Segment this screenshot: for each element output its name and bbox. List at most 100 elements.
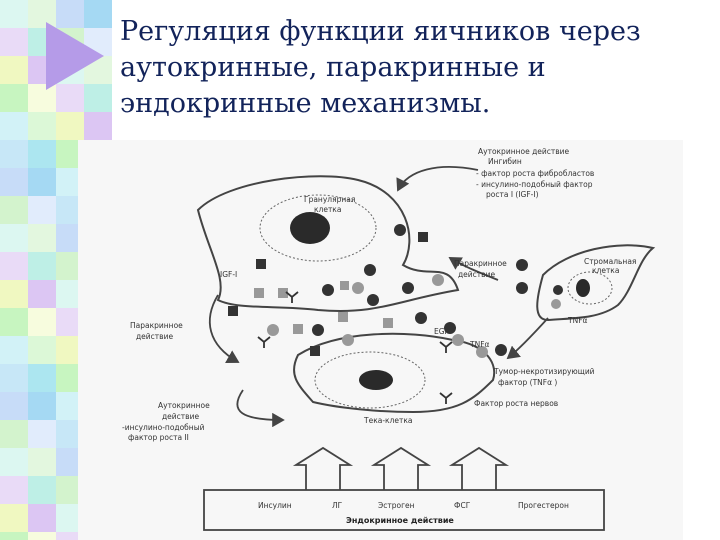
decorative-tile — [28, 112, 56, 140]
decorative-tile — [0, 476, 28, 504]
label-stromal-1: Стромальная — [584, 257, 636, 266]
molecule-square — [383, 318, 393, 328]
endocrine-arrow-2 — [374, 448, 428, 490]
label-nerve-growth: Фактор роста нервов — [474, 399, 558, 408]
ovary-regulation-diagram: Аутокринное действие Ингибин - фактор ро… — [78, 140, 683, 540]
decorative-tile — [28, 364, 56, 392]
label-autocrine-left-1: Аутокринное — [158, 401, 210, 410]
decorative-tile — [0, 224, 28, 252]
receptor-y — [440, 342, 452, 353]
label-autocrine-top-title1: Аутокринное действие — [478, 147, 570, 156]
label-autocrine-top-item3: роста I (IGF-I) — [486, 190, 539, 199]
decorative-tile — [0, 420, 28, 448]
molecule-circle — [267, 324, 279, 336]
molecule-circle — [452, 334, 464, 346]
endocrine-arrow-1 — [296, 448, 350, 490]
arrow-tnf-stroma — [508, 318, 548, 358]
decorative-tile — [84, 112, 112, 140]
label-endocrine-item: ЛГ — [332, 501, 343, 510]
label-granulosa-1: Гранулярная — [304, 195, 355, 204]
label-egf: EGF — [434, 327, 449, 336]
stromal-nucleus — [576, 279, 590, 297]
decorative-tile — [56, 112, 84, 140]
decorative-tile — [28, 224, 56, 252]
receptor-y — [440, 393, 452, 404]
label-tnf-mid: TNFα — [469, 340, 490, 349]
label-autocrine-left-4: фактор роста II — [128, 433, 189, 442]
label-autocrine-top-item1: - фактор роста фибробластов — [476, 169, 594, 178]
decorative-tile — [28, 308, 56, 336]
decorative-tile — [0, 392, 28, 420]
arrow-autocrine-top — [398, 167, 478, 190]
decorative-tile — [28, 392, 56, 420]
label-tnf-right-2: фактор (TNFα ) — [498, 378, 557, 387]
molecule-circle — [352, 282, 364, 294]
molecule-circle — [516, 282, 528, 294]
decorative-tile — [0, 112, 28, 140]
decorative-tile — [28, 420, 56, 448]
label-endocrine-item: ФСГ — [454, 501, 471, 510]
title-line-3: эндокринные механизмы. — [120, 88, 490, 119]
decorative-tile — [28, 504, 56, 532]
molecule-square — [310, 346, 320, 356]
label-autocrine-top-item2: - инсулино-подобный фактор — [476, 180, 593, 189]
molecule-circle — [402, 282, 414, 294]
molecule-circle — [367, 294, 379, 306]
receptor-y — [258, 337, 270, 348]
molecule-circle — [322, 284, 334, 296]
molecule-square — [418, 232, 428, 242]
label-autocrine-left-3: -инсулино-подобный — [122, 423, 205, 432]
decorative-tile — [0, 196, 28, 224]
molecule-circle — [553, 285, 563, 295]
decorative-tile — [0, 168, 28, 196]
decorative-tile — [28, 168, 56, 196]
label-autocrine-top-title2: Ингибин — [488, 157, 522, 166]
label-theca: Тека-клетка — [363, 416, 412, 425]
decorative-tile — [0, 140, 28, 168]
molecule-square — [254, 288, 264, 298]
decorative-tile — [28, 280, 56, 308]
label-stromal-2: клетка — [592, 266, 619, 275]
decorative-tile — [0, 280, 28, 308]
label-endocrine-item: Инсулин — [258, 501, 292, 510]
decorative-tile — [0, 364, 28, 392]
molecule-circle — [394, 224, 406, 236]
label-paracrine-left-1: Паракринное — [130, 321, 183, 330]
molecule-square — [338, 312, 348, 322]
decorative-tile — [0, 448, 28, 476]
decorative-tile — [28, 532, 56, 540]
title-line-1: Регуляция функции яичников через — [120, 16, 641, 47]
decorative-arrow-icon — [46, 22, 104, 90]
decorative-tile — [0, 56, 28, 84]
label-paracrine-right-2: действие — [458, 270, 495, 279]
label-igf1: IGF-I — [220, 270, 237, 279]
slide-title: Регуляция функции яичников через аутокри… — [120, 14, 710, 122]
molecule-circle — [495, 344, 507, 356]
granulosa-nucleus — [290, 212, 330, 244]
label-autocrine-left-2: действие — [162, 412, 199, 421]
molecule-square — [293, 324, 303, 334]
molecule-circle — [415, 312, 427, 324]
receptor-symbols — [258, 292, 452, 404]
decorative-tile — [0, 308, 28, 336]
label-endocrine-title: Эндокринное действие — [346, 516, 454, 525]
molecule-square — [340, 281, 349, 290]
label-paracrine-left-2: действие — [136, 332, 173, 341]
molecule-square — [256, 259, 266, 269]
decorative-tile — [0, 252, 28, 280]
theca-nucleus — [359, 370, 393, 390]
label-tnf-right-1: Тумор-некротизирующий — [493, 367, 595, 376]
endocrine-arrow-3 — [452, 448, 506, 490]
decorative-tile — [0, 0, 28, 28]
decorative-tile — [0, 532, 28, 540]
molecule-circle — [342, 334, 354, 346]
signal-molecules — [228, 224, 563, 358]
title-line-2: аутокринные, паракринные и — [120, 52, 546, 83]
theca-cell — [294, 334, 494, 412]
label-granulosa-2: клетка — [314, 205, 341, 214]
decorative-tile — [28, 140, 56, 168]
molecule-square — [228, 306, 238, 316]
label-paracrine-right-1: Паракринное — [454, 259, 507, 268]
diagram-labels: Аутокринное действие Ингибин - фактор ро… — [122, 147, 636, 525]
decorative-tile — [0, 336, 28, 364]
